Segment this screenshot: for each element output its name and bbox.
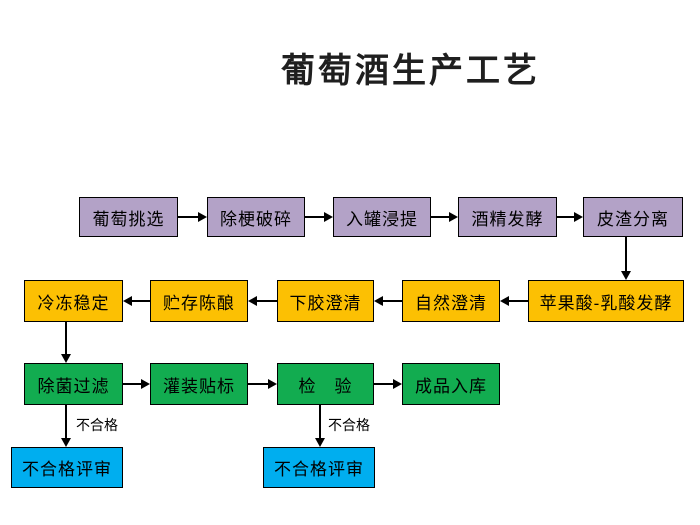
- step-destem-crush: 除梗破碎: [207, 197, 305, 237]
- arrow-down-filtration-to-review: [61, 405, 71, 447]
- step-filling-labeling: 灌装贴标: [150, 363, 248, 405]
- step-natural-clarification: 自然澄清: [402, 280, 500, 322]
- arrow-right-row3-2: [248, 379, 277, 389]
- arrow-down-cold-to-filtration: [61, 322, 71, 363]
- step-nonconforming-review-left: 不合格评审: [11, 447, 123, 488]
- arrow-right-row1-2: [305, 212, 333, 222]
- arrow-right-row1-1: [178, 212, 207, 222]
- arrow-left-row2-3: [248, 296, 277, 306]
- arrow-right-row3-3: [374, 379, 402, 389]
- diagram-title: 葡萄酒生产工艺: [281, 52, 540, 90]
- step-nonconforming-review-right: 不合格评审: [263, 447, 375, 488]
- step-alcoholic-fermentation: 酒精发酵: [458, 197, 557, 237]
- step-warehousing: 成品入库: [402, 363, 500, 405]
- arrow-right-row3-1: [123, 379, 150, 389]
- arrow-left-row2-2: [374, 296, 402, 306]
- step-grape-selection: 葡萄挑选: [79, 197, 178, 237]
- step-sterile-filtration: 除菌过滤: [24, 363, 123, 405]
- reject-label-left: 不合格: [76, 417, 118, 433]
- step-cold-stabilization: 冷冻稳定: [24, 280, 123, 322]
- step-malolactic-fermentation: 苹果酸-乳酸发酵: [528, 280, 684, 322]
- step-tank-maceration: 入罐浸提: [333, 197, 431, 237]
- arrow-down-inspection-to-review: [315, 405, 325, 447]
- arrow-left-row2-4: [123, 296, 150, 306]
- step-skin-separation: 皮渣分离: [583, 197, 683, 237]
- step-fining-clarification: 下胶澄清: [277, 280, 374, 322]
- arrow-right-row1-3: [431, 212, 458, 222]
- reject-label-right: 不合格: [328, 417, 370, 433]
- step-storage-aging: 贮存陈酿: [150, 280, 248, 322]
- arrow-down-skin-to-malolactic: [621, 237, 631, 280]
- arrow-left-row2-1: [500, 296, 528, 306]
- step-inspection: 检 验: [277, 363, 374, 405]
- arrow-right-row1-4: [557, 212, 583, 222]
